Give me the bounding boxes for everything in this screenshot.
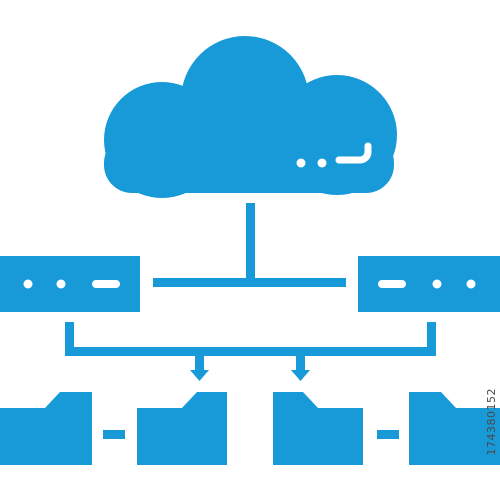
server-left-leds [23,279,120,289]
stock-image-id: 174380152 [485,388,498,456]
folder-icon-4 [409,392,500,465]
network-lines [65,203,436,439]
server-right-leds [378,279,476,289]
folder-icon-2 [137,392,227,465]
folder-icon-1 [0,392,92,465]
cloud-icon [104,36,397,198]
server-right [358,256,500,312]
cloud-highlight [296,142,372,168]
folder-icon-3 [273,392,363,465]
server-left [0,256,140,312]
